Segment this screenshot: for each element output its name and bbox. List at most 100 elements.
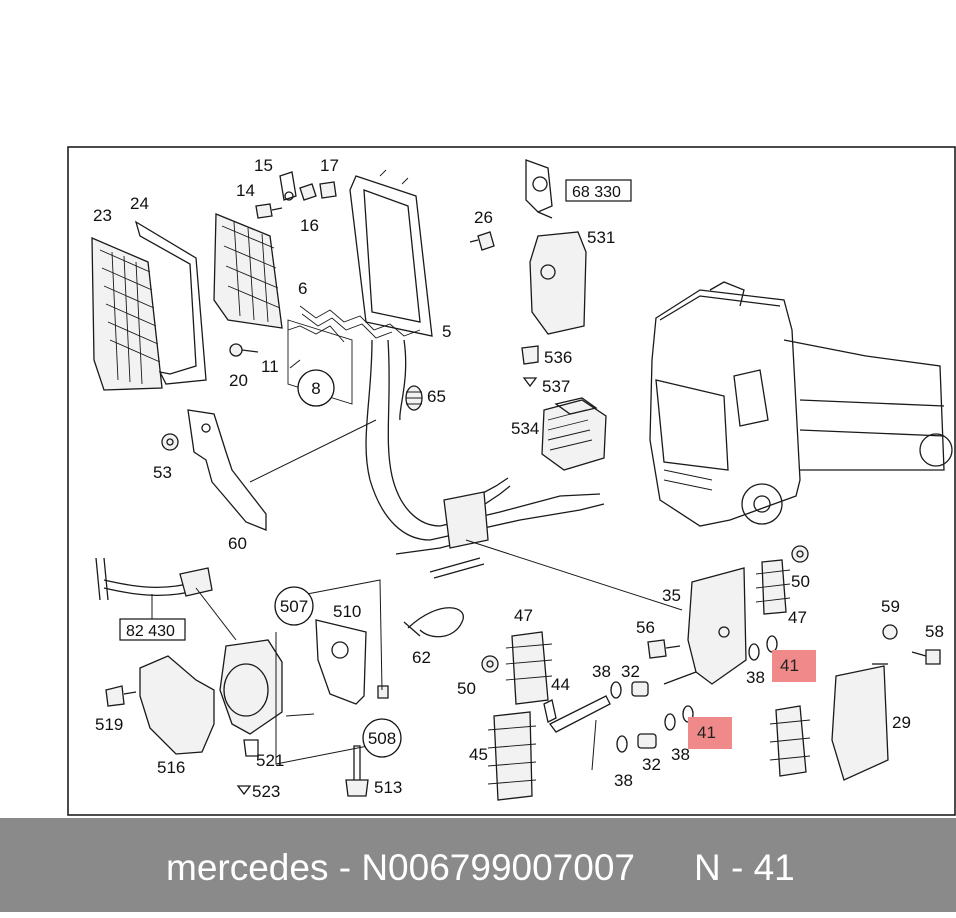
label-32-b: 32 (642, 755, 661, 774)
bracket-68330 (525, 159, 553, 219)
label-6: 6 (298, 279, 307, 298)
label-38-c: 38 (671, 745, 690, 764)
nut-53 (161, 433, 179, 451)
boxed-label-82430 (119, 618, 186, 641)
wiring-harness (365, 339, 605, 579)
bracket-35 (663, 567, 747, 685)
label-45: 45 (469, 745, 488, 764)
highlight-41-lower (688, 717, 732, 749)
small-parts-14-17 (255, 171, 337, 219)
label-521: 521 (256, 751, 284, 770)
clamp-45 (487, 711, 537, 801)
label-62: 62 (412, 648, 431, 667)
nut-59 (882, 624, 898, 640)
label-50-left: 50 (457, 679, 476, 698)
label-29: 29 (892, 713, 911, 732)
highlight-41-upper (772, 650, 816, 682)
bracket-8 (287, 319, 353, 405)
label-26: 26 (474, 208, 493, 227)
label-23: 23 (93, 206, 112, 225)
label-41-lower: 41 (697, 723, 716, 742)
label-531: 531 (587, 228, 615, 247)
washer-38-a (610, 681, 622, 699)
label-516: 516 (157, 758, 185, 777)
label-17: 17 (320, 156, 339, 175)
footer-position-code: N - 41 (694, 847, 795, 888)
part-number-labels: 15 17 14 16 23 24 26 531 6 5 20 11 65 53… (93, 156, 944, 801)
nut-50-right (791, 545, 809, 563)
spacer-32-a (631, 681, 649, 697)
label-60: 60 (228, 534, 247, 553)
label-24: 24 (130, 194, 149, 213)
bolt-58 (911, 649, 941, 665)
label-56: 56 (636, 618, 655, 637)
truck-illustration (649, 281, 953, 527)
label-15: 15 (254, 156, 273, 175)
label-513: 513 (374, 778, 402, 797)
screw-20 (229, 343, 259, 357)
circle-507 (274, 586, 314, 626)
label-8: 8 (311, 379, 320, 398)
label-519: 519 (95, 715, 123, 734)
spacer-32-b (637, 733, 657, 749)
nut-50-left (481, 655, 499, 673)
bracket-44 (543, 695, 611, 733)
washer-38-c (664, 713, 676, 731)
label-534: 534 (511, 419, 539, 438)
control-unit-507 (219, 639, 283, 796)
nut-508 (377, 685, 389, 699)
label-536: 536 (544, 348, 572, 367)
circle-8 (297, 369, 335, 407)
label-58: 58 (925, 622, 944, 641)
footer-part-number: mercedes - N006799007007 (166, 847, 635, 888)
label-47-left: 47 (514, 606, 533, 625)
washer-38-b (616, 735, 628, 753)
gasket-24 (134, 220, 207, 385)
label-65: 65 (427, 387, 446, 406)
grommet-65 (405, 385, 423, 411)
bolt-513 (345, 745, 369, 797)
bracket-29 (831, 663, 889, 781)
bracket-510 (315, 619, 367, 705)
label-508: 508 (368, 729, 396, 748)
cover-531 (529, 231, 587, 335)
label-537: 537 (542, 377, 570, 396)
footer-bar: mercedes - N006799007007 N - 41 (0, 818, 956, 912)
bracket-60 (187, 409, 267, 531)
label-38-a: 38 (592, 662, 611, 681)
housing-frame-5 (349, 169, 433, 337)
washer-38-d (748, 643, 760, 661)
label-82430: 82 430 (126, 623, 175, 640)
label-523: 523 (252, 782, 280, 801)
label-68330: 68 330 (572, 184, 621, 201)
bolt-519 (105, 685, 137, 707)
label-59: 59 (881, 597, 900, 616)
cover-516 (139, 655, 215, 755)
sensor-cable-82430 (95, 557, 213, 601)
clamp-29 (769, 705, 811, 777)
fuse-536-537 (521, 345, 539, 388)
label-44: 44 (551, 675, 570, 694)
relay-534 (541, 397, 607, 471)
label-11: 11 (261, 357, 279, 376)
relays-6 (299, 305, 421, 339)
label-47-right: 47 (788, 608, 807, 627)
label-20: 20 (229, 371, 248, 390)
circle-508 (362, 718, 402, 758)
clamp-47-left (505, 631, 553, 705)
label-14: 14 (236, 181, 255, 200)
label-35: 35 (662, 586, 681, 605)
label-41-upper: 41 (780, 656, 799, 675)
label-16: 16 (300, 216, 319, 235)
label-5: 5 (442, 322, 451, 341)
label-507: 507 (280, 597, 308, 616)
label-38-b: 38 (614, 771, 633, 790)
clamp-47-right (755, 559, 791, 615)
bolt-56 (647, 639, 681, 659)
label-38-d: 38 (746, 668, 765, 687)
cable-tie-62 (403, 607, 464, 638)
bolt-26 (469, 231, 495, 251)
control-module-11 (213, 213, 283, 329)
